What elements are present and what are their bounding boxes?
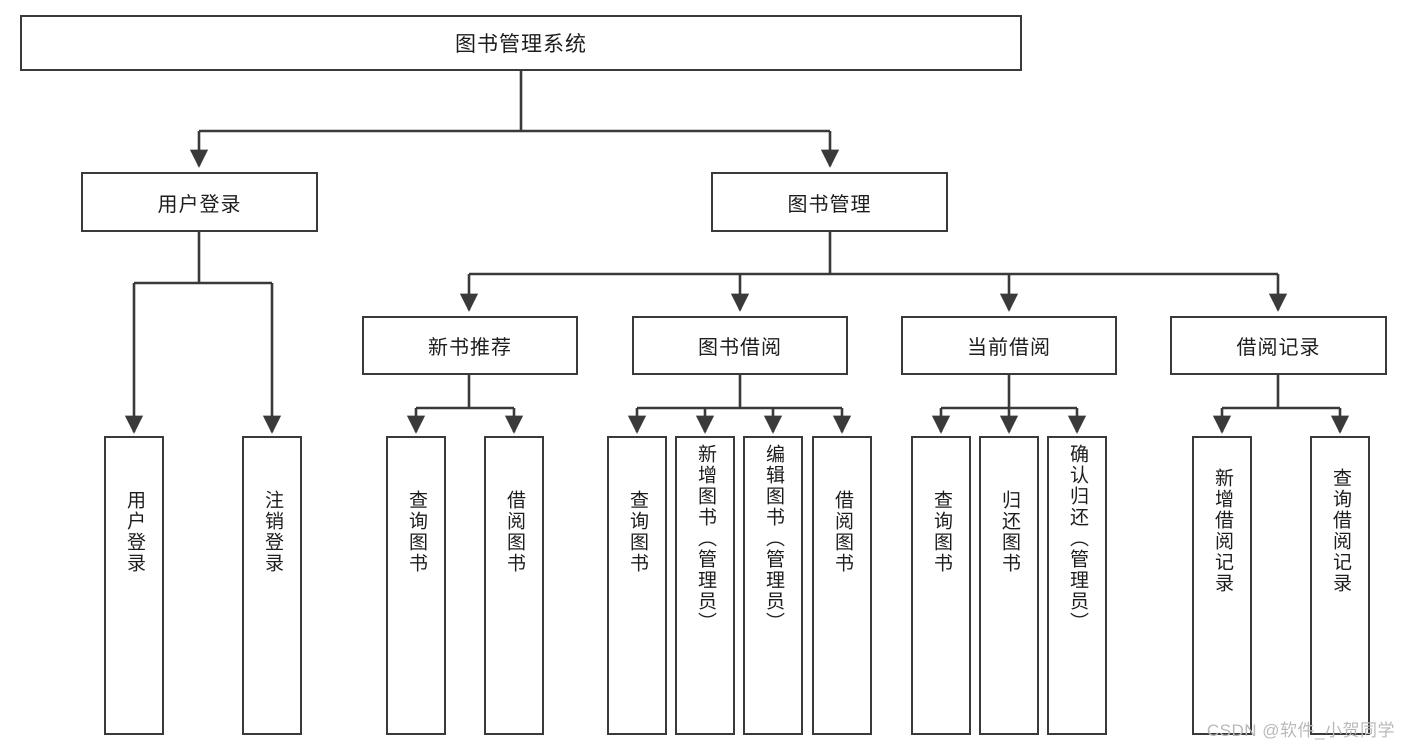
node-label: 图书管理: [787, 193, 872, 216]
node-label: 当前借阅: [967, 337, 1051, 359]
node-label: 查询借阅记录: [1329, 468, 1351, 594]
leaf-book-borrow-query-book[interactable]: 查询图书: [607, 436, 667, 735]
node-label: 查询图书: [930, 490, 952, 574]
node-borrow-record[interactable]: 借阅记录: [1170, 316, 1387, 375]
leaf-book-borrow-borrow-book[interactable]: 借阅图书: [812, 436, 872, 735]
node-label: 归还图书: [998, 490, 1020, 574]
leaf-book-borrow-add-book-admin[interactable]: 新增图书（管理员）: [675, 436, 735, 735]
node-label: 查询图书: [405, 490, 427, 574]
leaf-current-borrow-query-book[interactable]: 查询图书: [911, 436, 971, 735]
node-label: 图书管理系统: [455, 33, 587, 56]
leaf-borrow-record-query-record[interactable]: 查询借阅记录: [1310, 436, 1370, 735]
node-label: 确认归还（管理员）: [1066, 444, 1088, 633]
node-label: 借阅记录: [1236, 337, 1321, 359]
node-user-login[interactable]: 用户登录: [81, 172, 318, 232]
node-label: 新增借阅记录: [1211, 468, 1233, 594]
node-current-borrow[interactable]: 当前借阅: [901, 316, 1117, 375]
node-label: 注销登录: [261, 490, 283, 574]
node-root-book-management-system[interactable]: 图书管理系统: [20, 15, 1022, 71]
node-new-book-recommend[interactable]: 新书推荐: [362, 316, 578, 375]
node-label: 用户登录: [157, 193, 242, 216]
leaf-book-borrow-edit-book-admin[interactable]: 编辑图书（管理员）: [743, 436, 803, 735]
leaf-current-borrow-confirm-return-admin[interactable]: 确认归还（管理员）: [1047, 436, 1107, 735]
leaf-current-borrow-return-book[interactable]: 归还图书: [979, 436, 1039, 735]
csdn-watermark: CSDN @软件_小贺同学: [1206, 721, 1395, 740]
node-book-management[interactable]: 图书管理: [711, 172, 948, 232]
leaf-new-book-borrow-book[interactable]: 借阅图书: [484, 436, 544, 735]
leaf-new-book-query-book[interactable]: 查询图书: [386, 436, 446, 735]
node-label: 编辑图书（管理员）: [762, 444, 784, 633]
leaf-user-login-logout[interactable]: 注销登录: [242, 436, 302, 735]
node-label: 借阅图书: [503, 490, 525, 574]
leaf-user-login-login[interactable]: 用户登录: [104, 436, 164, 735]
node-label: 新增图书（管理员）: [694, 444, 716, 633]
leaf-borrow-record-add-record[interactable]: 新增借阅记录: [1192, 436, 1252, 735]
node-label: 图书借阅: [698, 337, 782, 359]
node-label: 用户登录: [123, 490, 145, 574]
node-book-borrow[interactable]: 图书借阅: [632, 316, 848, 375]
node-label: 查询图书: [626, 490, 648, 574]
node-label: 新书推荐: [428, 337, 512, 359]
node-label: 借阅图书: [831, 490, 853, 574]
